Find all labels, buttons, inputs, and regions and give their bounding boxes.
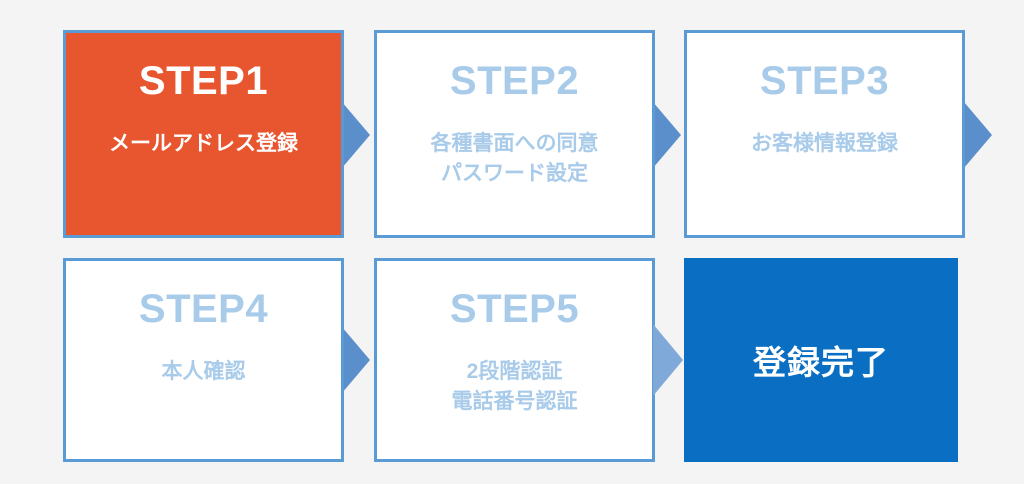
- step-description-step4: 本人確認: [161, 360, 246, 383]
- step-description-step3: お客様情報登録: [751, 132, 898, 155]
- step-description-step5: 2段階認証 電話番号認証: [451, 360, 578, 413]
- step-box-step1[interactable]: STEP1 メールアドレス登録: [63, 30, 344, 238]
- step-box-registration-complete[interactable]: 登録完了: [684, 258, 958, 462]
- step-box-step5[interactable]: STEP5 2段階認証 電話番号認証: [374, 258, 655, 462]
- step-title-step1: STEP1: [138, 59, 269, 103]
- step-box-step4[interactable]: STEP4 本人確認: [63, 258, 344, 462]
- completion-label: 登録完了: [753, 344, 889, 381]
- step-description-step1: メールアドレス登録: [109, 132, 298, 155]
- step-title-step4: STEP4: [138, 287, 269, 331]
- step-description-step2: 各種書面への同意 パスワード設定: [430, 132, 599, 185]
- step-box-step2[interactable]: STEP2 各種書面への同意 パスワード設定: [374, 30, 655, 238]
- step-box-step3[interactable]: STEP3 お客様情報登録: [684, 30, 965, 238]
- step-title-step5: STEP5: [449, 287, 580, 331]
- arrow-step5-to-complete-icon: [653, 324, 683, 396]
- step-title-step2: STEP2: [449, 59, 580, 103]
- step-title-step3: STEP3: [759, 59, 890, 103]
